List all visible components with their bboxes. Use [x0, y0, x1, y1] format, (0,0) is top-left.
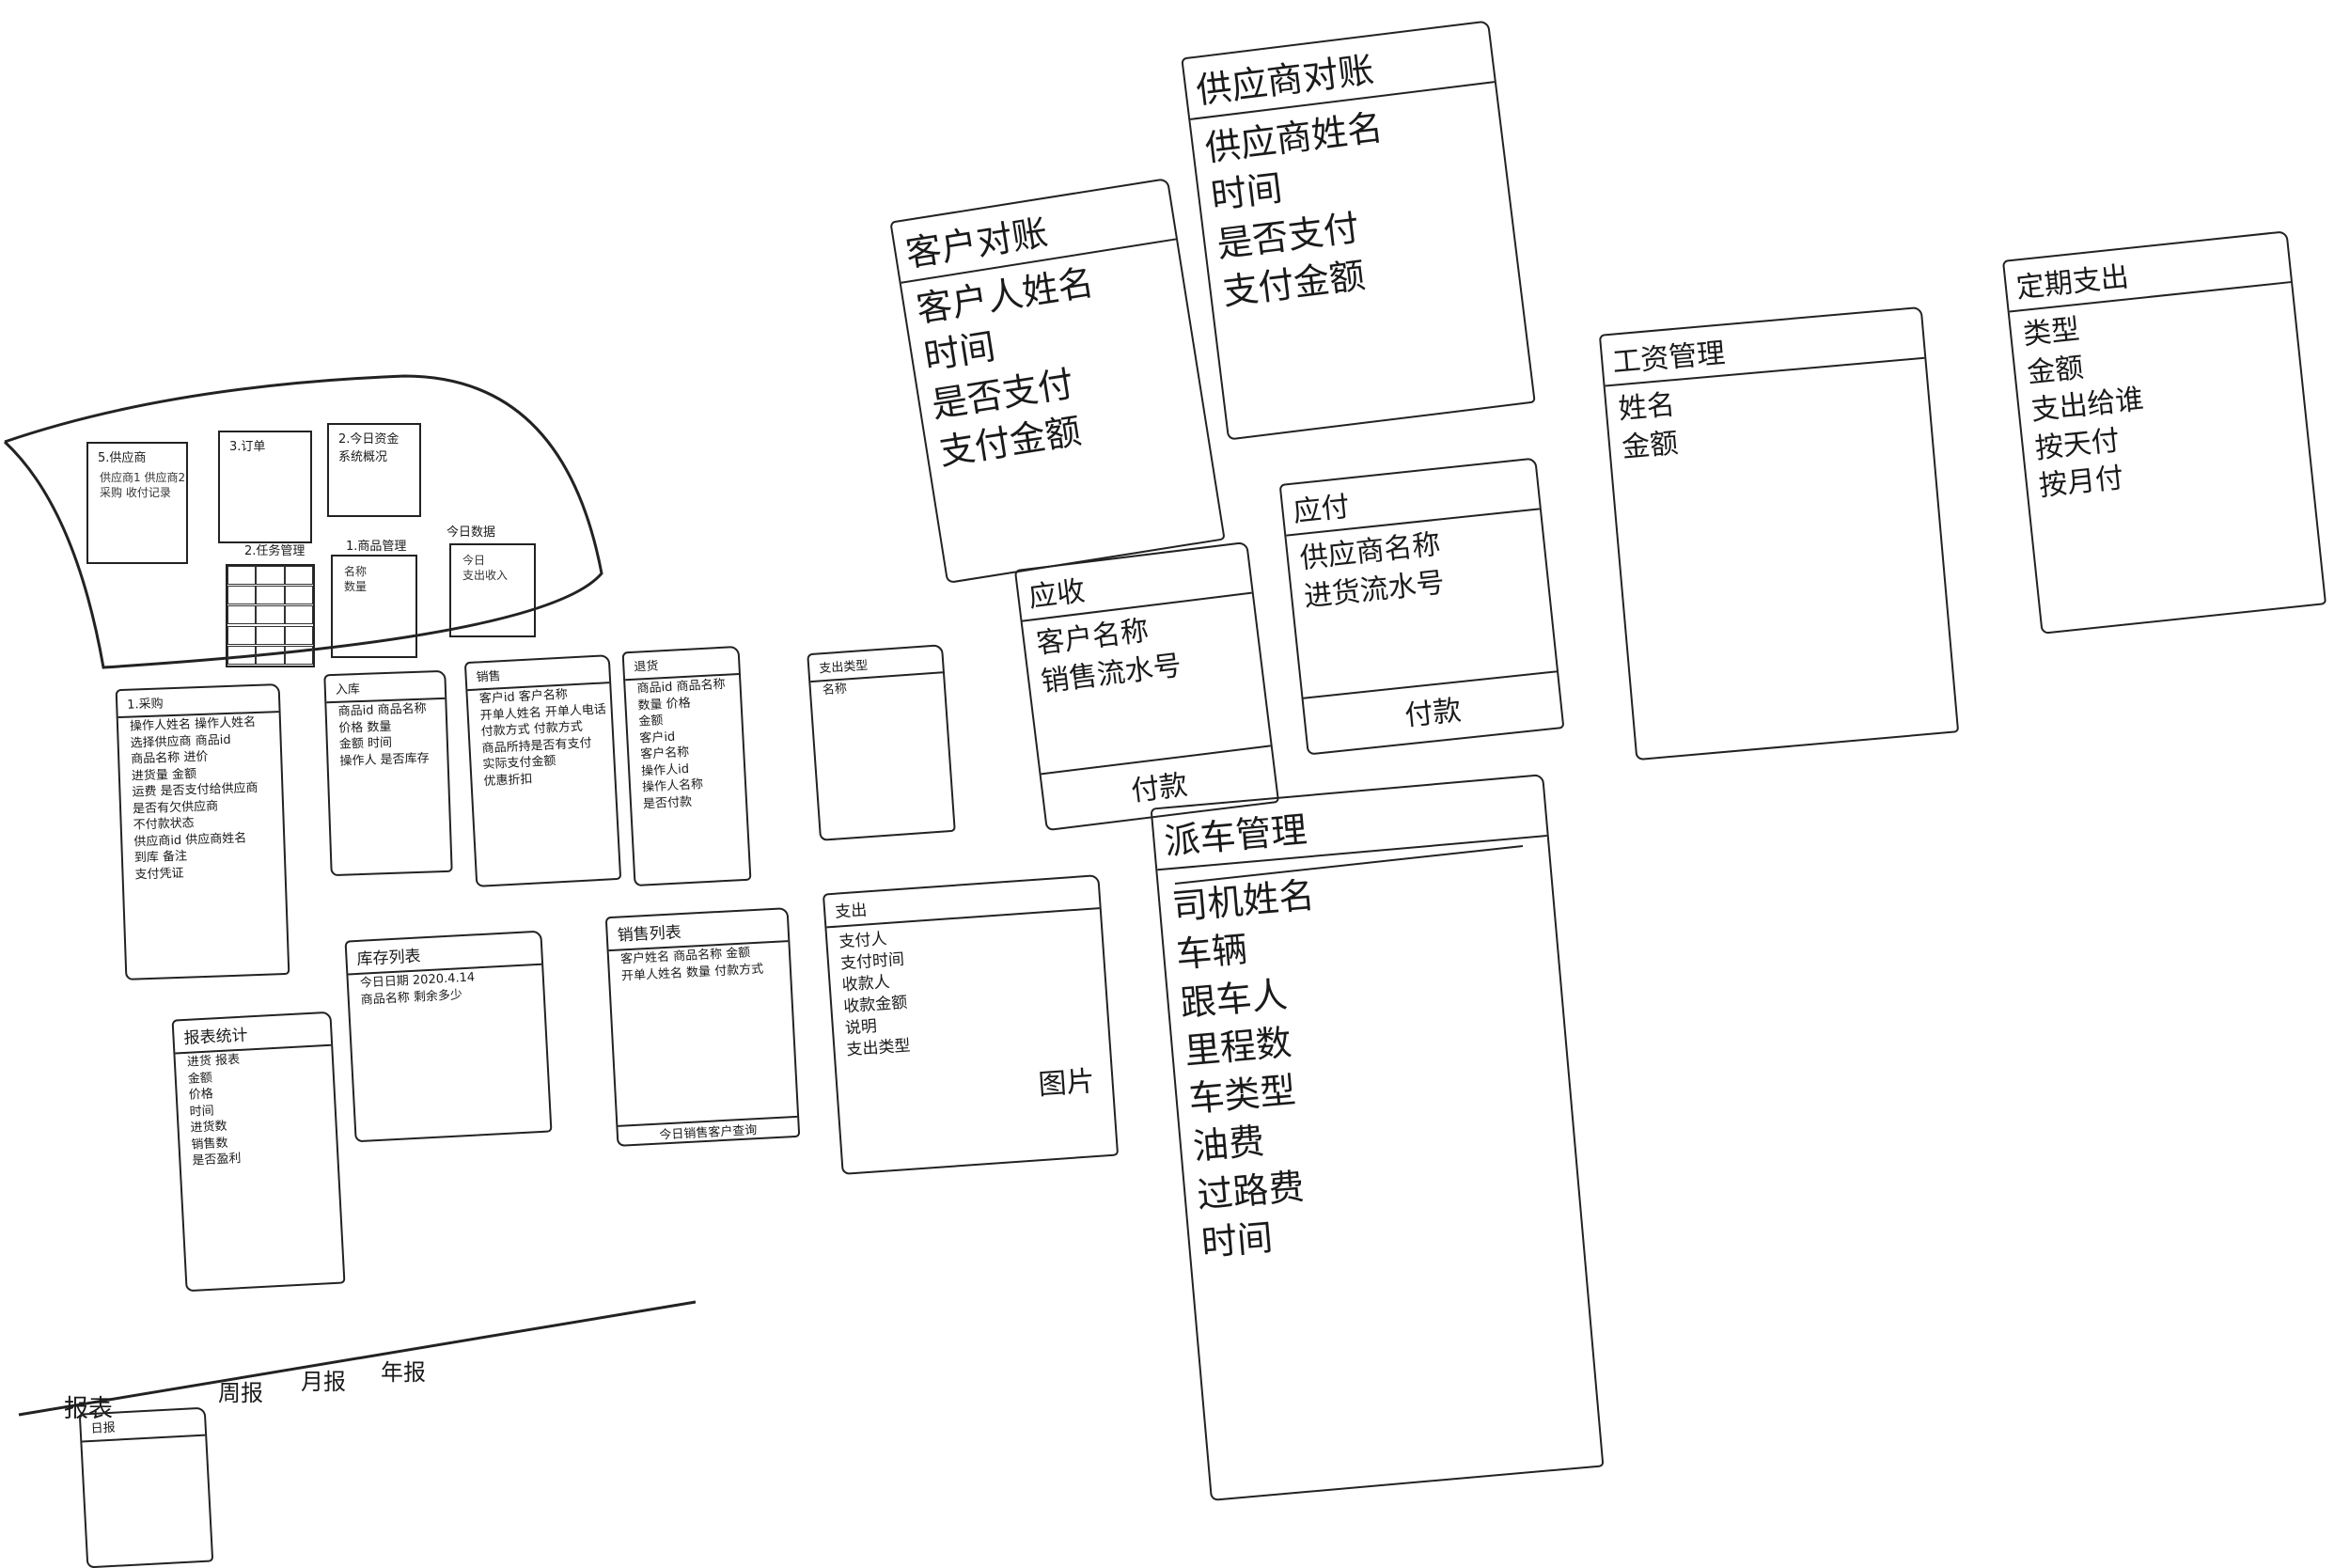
card-stock-in[interactable]: 入库 商品id 商品名称 价格 数量 金额 时间 操作人 是否库存: [323, 669, 453, 877]
goods-management-label: 1.商品管理: [346, 540, 407, 554]
card-row: 操作人 是否库存: [339, 751, 430, 769]
home-panel-funds[interactable]: 2.今日资金 系统概况: [327, 423, 421, 517]
card-inventory-list[interactable]: 库存列表 今日日期 2020.4.14 商品名称 剩余多少: [344, 930, 553, 1143]
task-grid[interactable]: [226, 564, 315, 667]
card-customer-reconciliation[interactable]: 客户对账 客户人姓名 时间 是否支付 支付金额: [889, 177, 1226, 585]
panel-row: 今日: [462, 554, 486, 567]
panel-title: 5.供应商: [98, 451, 147, 465]
card-purchase[interactable]: 1.采购 操作人姓名 操作人姓名 选择供应商 商品id 商品名称 进价 进货量 …: [115, 683, 290, 980]
image-placeholder[interactable]: 图片: [1037, 1064, 1096, 1103]
home-panel-goods[interactable]: 名称 数量: [331, 555, 417, 658]
panel-title: 2.今日资金 系统概况: [338, 432, 400, 464]
panel-title: 3.订单: [229, 440, 266, 454]
card-recurring-expense[interactable]: 定期支出 类型 金额 支出给谁 按天付 按月付: [2001, 230, 2327, 635]
card-title: 1.采购: [117, 685, 279, 719]
panel-row: 支出收入: [462, 569, 509, 583]
card-daily-report[interactable]: 日报: [78, 1406, 214, 1568]
card-title: 日报: [80, 1408, 206, 1443]
card-sales-list[interactable]: 销售列表 客户姓名 商品名称 金额 开单人姓名 数量 付款方式 今日销售客户查询: [604, 907, 801, 1147]
tab-yearly[interactable]: 年报: [381, 1359, 426, 1386]
home-panel-supplier[interactable]: 5.供应商 供应商1 供应商2 采购 收付记录: [86, 442, 188, 564]
card-receivable[interactable]: 应收 客户名称 销售流水号 付款: [1013, 541, 1280, 832]
card-vehicle-dispatch[interactable]: 派车管理 司机姓名 车辆 跟车人 里程数 车类型 油费 过路费 时间: [1150, 774, 1605, 1501]
card-payroll[interactable]: 工资管理 姓名 金额: [1598, 306, 1960, 761]
card-report-stats[interactable]: 报表统计 进货 报表 金额 价格 时间 进货数 销售数 是否盈利: [171, 1011, 346, 1293]
card-sales[interactable]: 销售 客户id 客户名称 开单人姓名 开单人电话 付款方式 付款方式 商品所持是…: [463, 654, 622, 887]
reports-label: 报表: [64, 1395, 114, 1423]
card-payable[interactable]: 应付 供应商名称 进货流水号 付款: [1278, 457, 1565, 756]
panel-row: 供应商1 供应商2: [100, 471, 186, 484]
card-returns[interactable]: 退货 商品id 商品名称 数量 价格 金额 客户id 客户名称 操作人id 操作…: [621, 645, 752, 887]
panel-row: 名称: [344, 565, 368, 578]
card-row: 商品id 商品名称: [337, 701, 427, 719]
tab-monthly[interactable]: 月报: [301, 1369, 346, 1395]
card-supplier-reconciliation[interactable]: 供应商对账 供应商姓名 时间 是否支付 支付金额: [1181, 20, 1536, 441]
tab-weekly[interactable]: 周报: [218, 1380, 263, 1406]
today-data-label: 今日数据: [446, 525, 496, 540]
task-management-label: 2.任务管理: [244, 544, 306, 558]
home-panel-orders[interactable]: 3.订单: [218, 431, 312, 543]
panel-row: 采购 收付记录: [100, 486, 171, 500]
card-title: 入库: [325, 671, 446, 704]
home-panel-today[interactable]: 今日 支出收入: [449, 543, 536, 637]
panel-row: 数量: [344, 580, 368, 594]
card-expense-type[interactable]: 支出类型 名称: [807, 644, 956, 841]
card-expense[interactable]: 支出 支付人 支付时间 收款人 收款金额 说明 支出类型 图片: [822, 874, 1120, 1175]
